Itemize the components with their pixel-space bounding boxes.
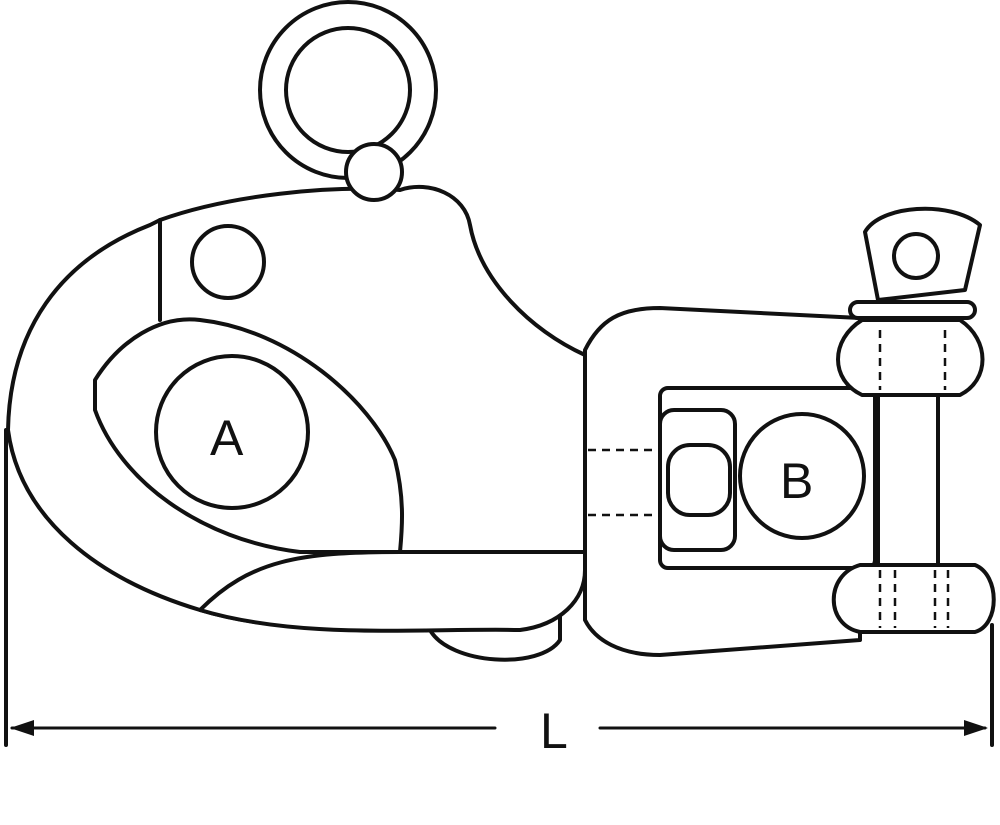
label-l: L	[540, 703, 568, 759]
pin-lower-lug	[831, 563, 996, 634]
pin-collar	[848, 300, 977, 320]
dimension-l: L	[4, 428, 994, 759]
release-bead	[344, 142, 404, 202]
opening-b-circle	[738, 412, 866, 540]
pin-hole	[190, 224, 266, 300]
opening-a-circle	[154, 354, 310, 510]
pin-head-hole	[892, 232, 940, 280]
label-b: B	[780, 453, 813, 509]
top-ring	[258, 0, 438, 180]
pin-upper-lug	[836, 318, 985, 397]
swivel-axis-hidden	[588, 448, 660, 517]
pin-hidden-lines	[878, 330, 950, 628]
nut-face	[666, 443, 732, 517]
label-a: A	[210, 410, 244, 466]
lower-jaw	[198, 550, 587, 633]
